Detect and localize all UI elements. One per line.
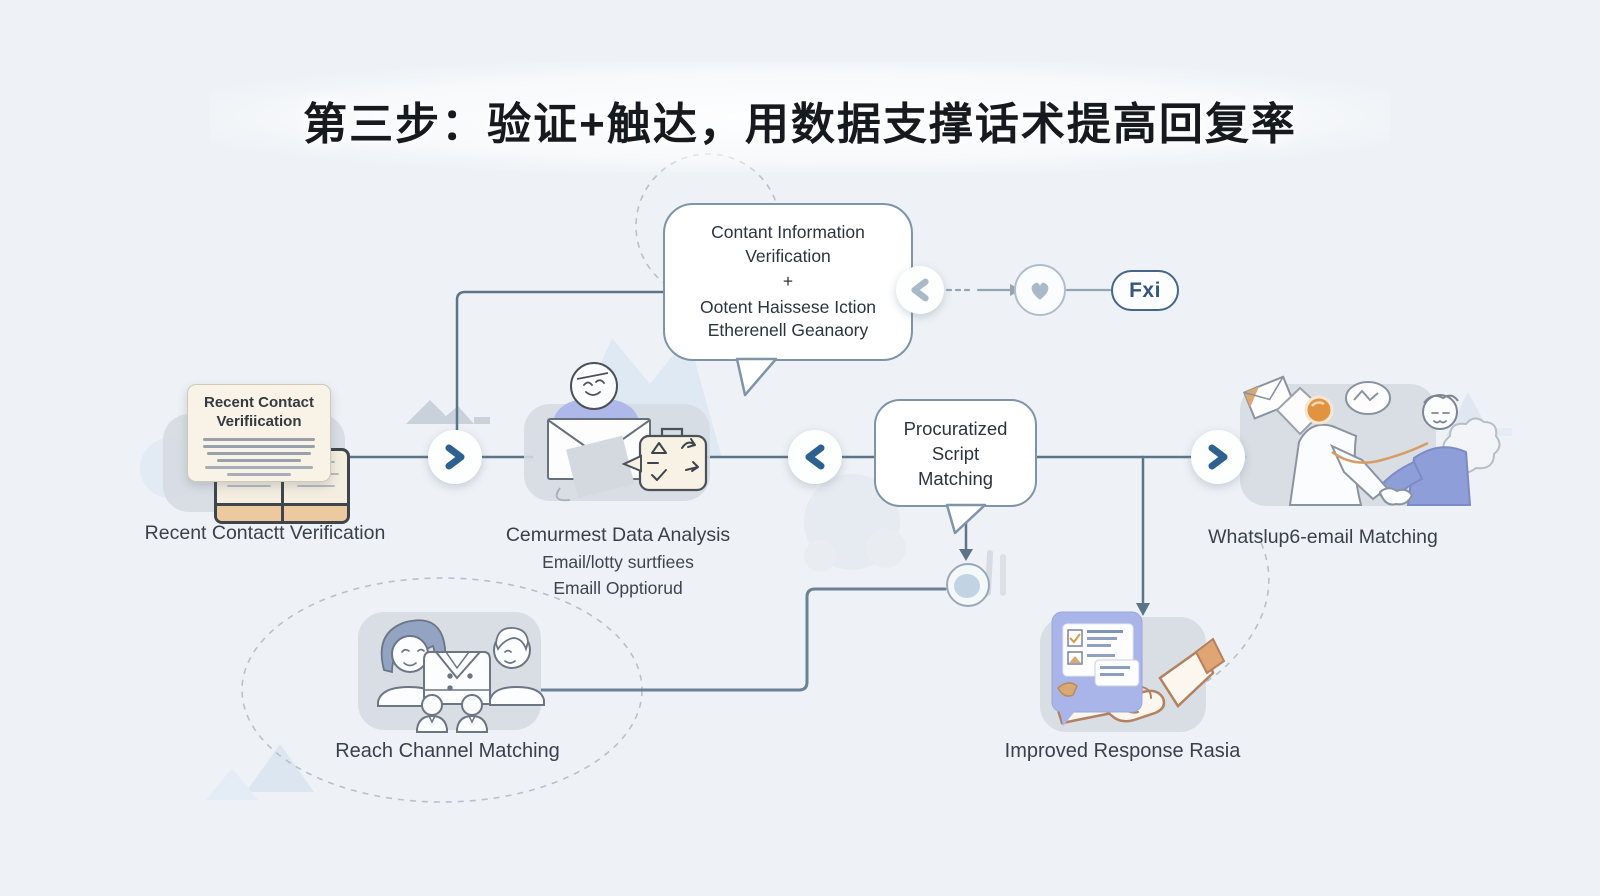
card-title-line2: Verifiication bbox=[216, 413, 302, 430]
script-matching-bubble: Procuratized Script Matching bbox=[874, 399, 1037, 507]
bubble-tail bbox=[945, 503, 987, 535]
bubble-line: Etherenell Geanaory bbox=[707, 320, 869, 341]
bubble-line: Matching bbox=[917, 467, 994, 489]
bubble-line: Ootent Haissese Iction bbox=[699, 296, 877, 317]
whatsapp-node-background bbox=[1240, 384, 1436, 506]
fxi-badge-label: Fxi bbox=[1129, 278, 1161, 302]
bubble-line: Script bbox=[931, 442, 980, 464]
analysis-node-background bbox=[524, 404, 710, 501]
bubble-tail bbox=[735, 357, 778, 397]
flow-step-circle bbox=[788, 430, 842, 484]
arrowhead-down-icon bbox=[1136, 603, 1150, 616]
response-node-background bbox=[1040, 617, 1206, 732]
chevron-right-icon bbox=[445, 444, 465, 470]
analysis-label-sub1: Email/lotty surtfiees bbox=[542, 552, 694, 572]
reach-node-label: Reach Channel Matching bbox=[335, 740, 560, 762]
plus-sign: + bbox=[782, 271, 794, 292]
analysis-label-sub2: Emaill Opptiorud bbox=[553, 578, 683, 598]
title-glow bbox=[210, 62, 1390, 172]
reach-node-background bbox=[358, 612, 541, 730]
whatsapp-node-label: Whatslup6-email Matching bbox=[1208, 526, 1438, 548]
arrowhead-down-icon bbox=[959, 549, 973, 561]
analysis-node-label: Cemurmest Data Analysis Email/lotty surt… bbox=[493, 524, 743, 599]
flow-step-circle bbox=[896, 266, 944, 314]
connector-reach-target bbox=[539, 587, 947, 692]
chevron-left-icon bbox=[911, 278, 929, 302]
chevron-left-icon bbox=[805, 444, 825, 470]
bubble-line: Contant Information bbox=[711, 222, 865, 243]
bubble-line: Verification bbox=[745, 245, 831, 266]
pause-bar-decoration bbox=[1000, 554, 1006, 596]
flow-step-circle bbox=[428, 430, 482, 484]
verification-speech-bubble: Contant Information Verification + Ooten… bbox=[663, 203, 913, 361]
response-node-label: Improved Response Rasia bbox=[1004, 740, 1241, 762]
contact-verification-card: Recent Contact Verifiication bbox=[187, 384, 331, 482]
contact-node-label: Recent Contactt Verification bbox=[144, 522, 386, 544]
flow-step-circle bbox=[1191, 430, 1245, 484]
small-mountains-icon bbox=[406, 400, 474, 424]
page-title: 第三步：验证+触达，用数据支撑话术提高回复率 bbox=[303, 100, 1297, 149]
chevron-right-icon bbox=[1208, 444, 1228, 470]
favorite-circle bbox=[1014, 264, 1066, 316]
card-title-line1: Recent Contact bbox=[203, 394, 315, 411]
heart-icon bbox=[1031, 282, 1049, 300]
bubble-line: Procuratized bbox=[903, 417, 1008, 439]
target-dot-circle bbox=[946, 563, 990, 607]
analysis-label-main: Cemurmest Data Analysis bbox=[505, 524, 731, 546]
fxi-badge: Fxi bbox=[1111, 270, 1179, 311]
